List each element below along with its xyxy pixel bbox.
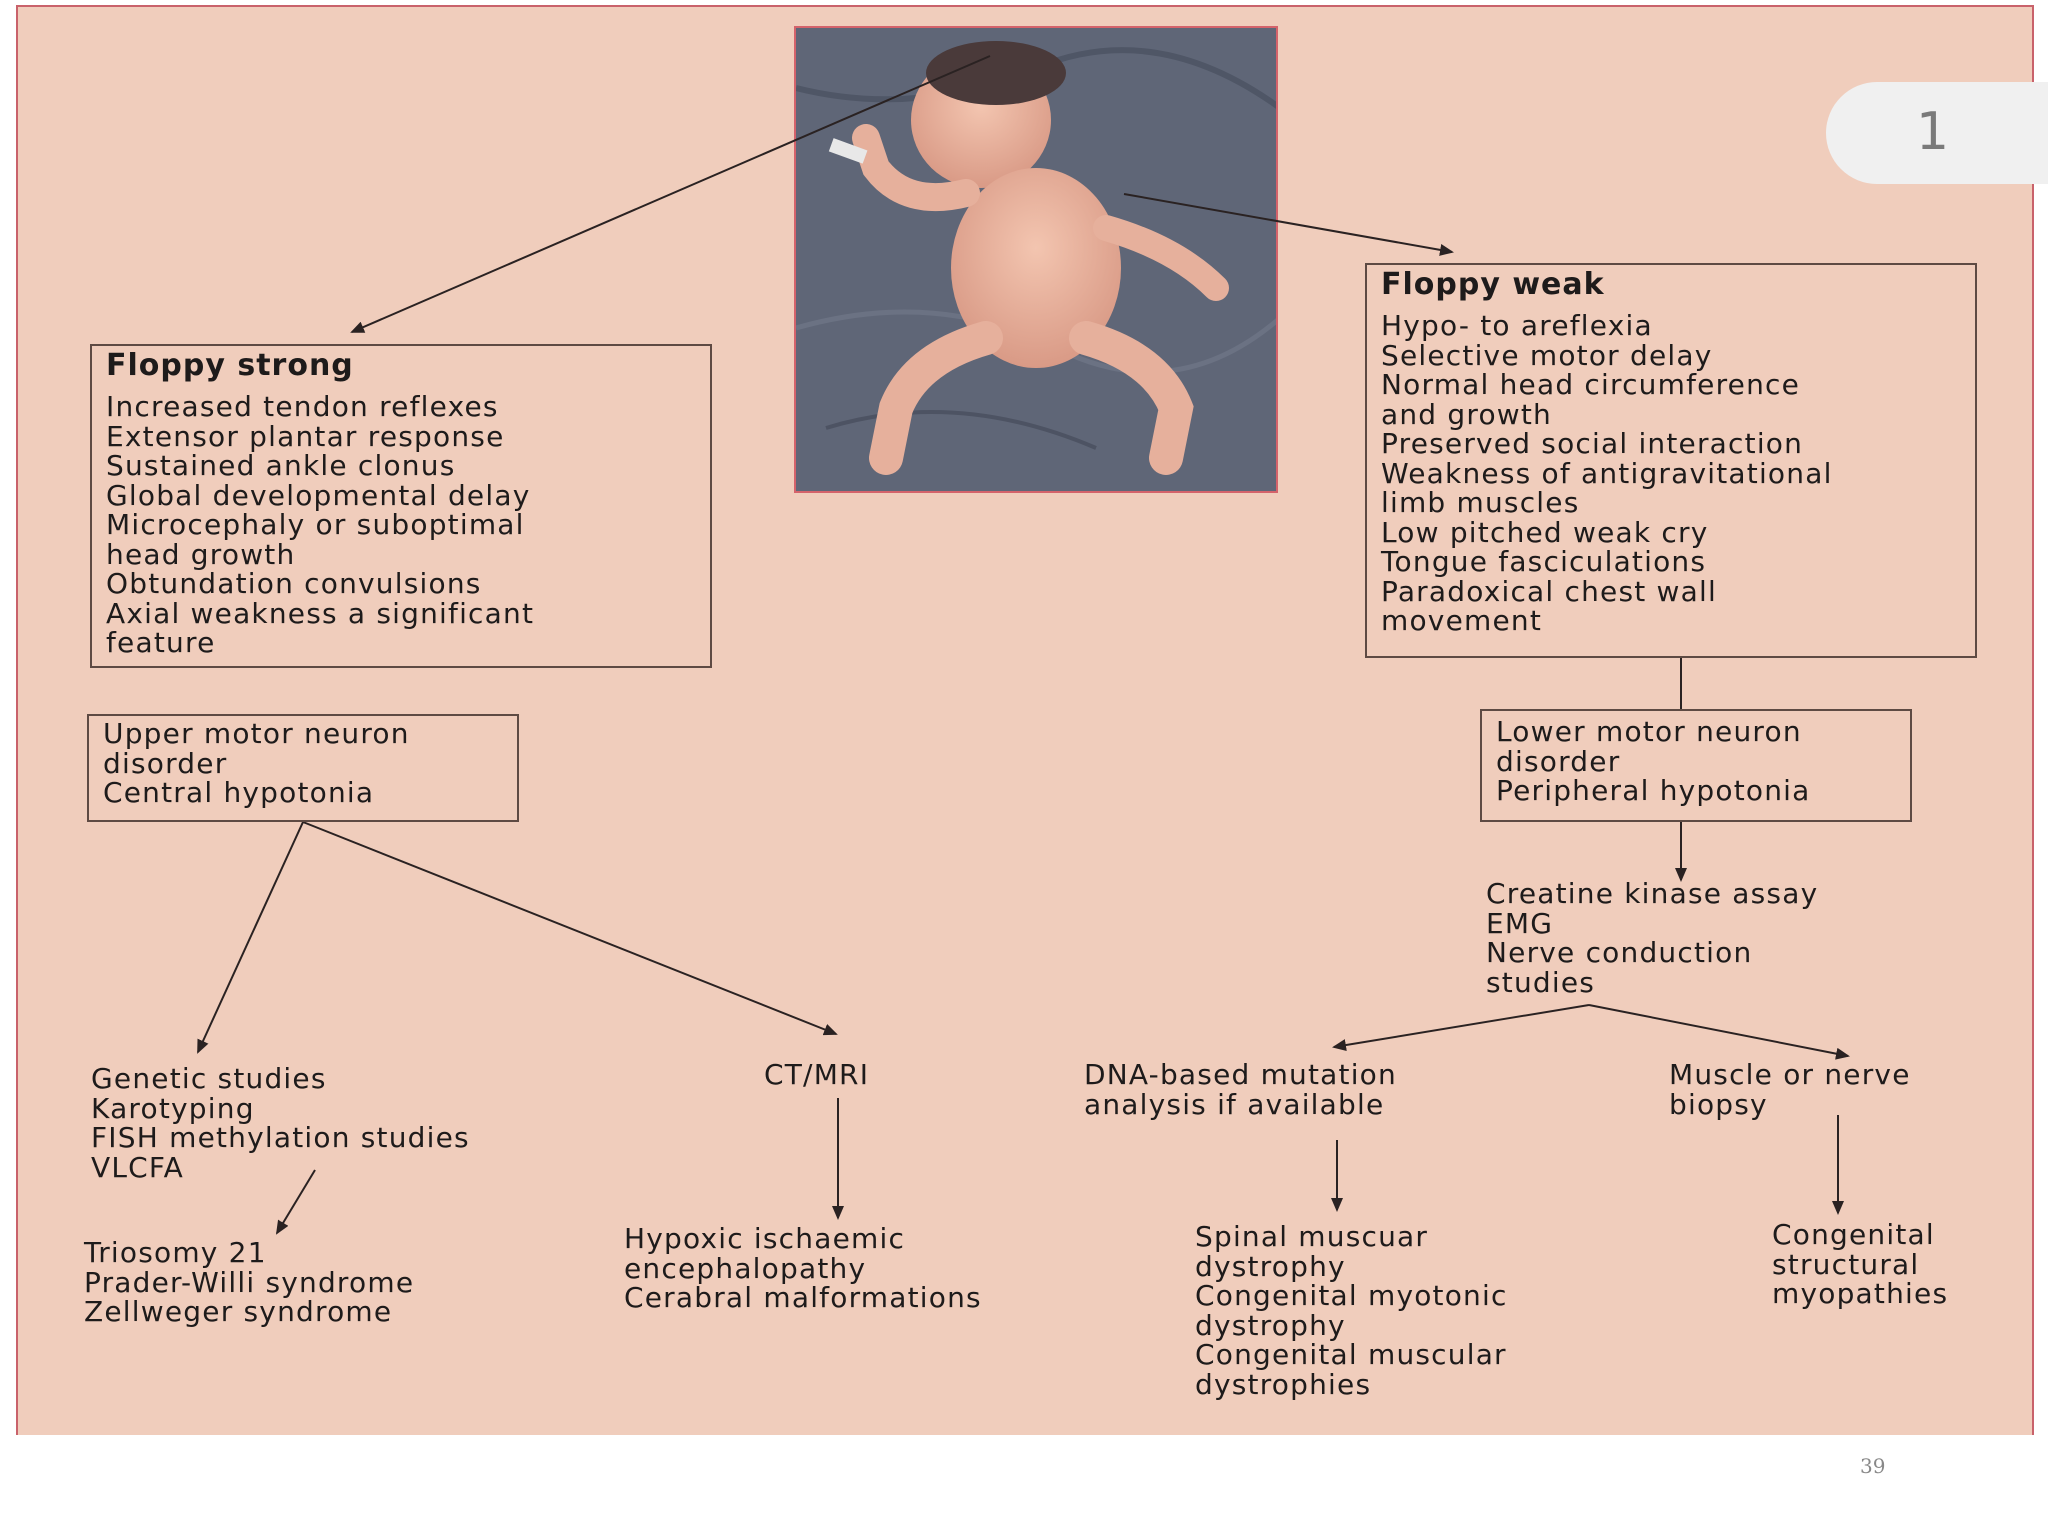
floppy-infant-photo [794, 26, 1278, 493]
floppy-strong-title: Floppy strong [106, 348, 354, 383]
imaging-line: CT/MRI [764, 1058, 870, 1091]
floppy-weak-item: Hypo- to areflexia [1381, 309, 1653, 342]
floppy-strong-item: Increased tendon reflexes [106, 390, 499, 423]
lmn-tests: Creatine kinase assay EMG Nerve conducti… [1486, 879, 1818, 997]
biopsy-result-line: structural [1772, 1247, 1920, 1281]
floppy-weak-item: movement [1381, 604, 1543, 637]
biopsy-line: Muscle or nerve [1669, 1058, 1911, 1091]
dna-line: analysis if available [1084, 1087, 1385, 1121]
dna-result-line: Spinal muscuar [1195, 1220, 1429, 1253]
muscle-nerve-biopsy: Muscle or nerve biopsy [1669, 1060, 1911, 1119]
floppy-weak-title: Floppy weak [1381, 267, 1605, 302]
dna-result-line: dystrophy [1195, 1249, 1346, 1283]
floppy-strong-item: Axial weakness a significant [106, 596, 535, 630]
biopsy-result-line: myopathies [1772, 1277, 1949, 1310]
genetic-line: Karotyping [91, 1091, 255, 1125]
lmn-line: disorder [1496, 744, 1621, 778]
imaging-result-line: encephalopathy [624, 1251, 867, 1285]
genetic-results: Triosomy 21 Prader-Willi syndrome Zellwe… [84, 1238, 414, 1327]
floppy-weak-item: Low pitched weak cry [1381, 515, 1709, 549]
floppy-weak-item: Selective motor delay [1381, 338, 1713, 372]
dna-line: DNA-based mutation [1084, 1058, 1397, 1091]
genetic-line: VLCFA [91, 1150, 184, 1184]
floppy-weak-item: Tongue fasciculations [1381, 545, 1707, 578]
umn-line: disorder [103, 746, 228, 780]
dna-results: Spinal muscuar dystrophy Congenital myot… [1195, 1222, 1508, 1399]
floppy-weak-item: Normal head circumference [1381, 368, 1801, 401]
floppy-weak-item: and growth [1381, 397, 1553, 431]
lmn-test-line: EMG [1486, 906, 1554, 940]
floppy-weak-item: Preserved social interaction [1381, 427, 1804, 460]
lmn-test-line: studies [1486, 965, 1596, 999]
biopsy-result-line: Congenital [1772, 1218, 1935, 1251]
biopsy-results: Congenital structural myopathies [1772, 1220, 1948, 1309]
dna-result-line: dystrophies [1195, 1367, 1372, 1401]
floppy-strong-item: Microcephaly or suboptimal [106, 508, 525, 541]
lmn-test-line: Creatine kinase assay [1486, 877, 1819, 910]
imaging: CT/MRI [764, 1060, 869, 1090]
floppy-strong-box: Floppy strong Increased tendon reflexes … [90, 344, 712, 668]
genetic-studies: Genetic studies Karotyping FISH methylat… [91, 1064, 470, 1182]
floppy-strong-item: Extensor plantar response [106, 419, 505, 453]
genetic-result-line: Zellweger syndrome [84, 1295, 393, 1328]
slide-number: 1 [1916, 102, 1950, 162]
floppy-strong-item: Sustained ankle clonus [106, 449, 456, 482]
floppy-weak-item: limb muscles [1381, 486, 1580, 519]
floppy-strong-item: feature [106, 626, 216, 659]
upper-motor-neuron-box: Upper motor neuron disorder Central hypo… [87, 714, 519, 822]
imaging-result-line: Hypoxic ischaemic [624, 1222, 906, 1255]
page-number: 39 [1860, 1454, 1886, 1478]
imaging-result-line: Cerabral malformations [624, 1281, 982, 1314]
dna-analysis: DNA-based mutation analysis if available [1084, 1060, 1397, 1119]
umn-line: Upper motor neuron [103, 717, 410, 750]
floppy-weak-item: Weakness of antigravitational [1381, 456, 1833, 490]
lmn-test-line: Nerve conduction [1486, 936, 1753, 969]
dna-result-line: dystrophy [1195, 1308, 1346, 1342]
lmn-line: Lower motor neuron [1496, 715, 1802, 748]
dna-result-line: Congenital myotonic [1195, 1279, 1508, 1312]
lower-motor-neuron-box: Lower motor neuron disorder Peripheral h… [1480, 709, 1912, 822]
floppy-strong-item: head growth [106, 537, 296, 571]
genetic-line: FISH methylation studies [91, 1121, 470, 1154]
floppy-strong-item: Global developmental delay [106, 478, 531, 512]
floppy-strong-item: Obtundation convulsions [106, 567, 482, 600]
biopsy-line: biopsy [1669, 1087, 1768, 1121]
umn-line: Central hypotonia [103, 776, 375, 809]
lmn-line: Peripheral hypotonia [1496, 774, 1811, 807]
genetic-result-line: Prader-Willi syndrome [84, 1265, 415, 1299]
floppy-weak-box: Floppy weak Hypo- to areflexia Selective… [1365, 263, 1977, 658]
dna-result-line: Congenital muscular [1195, 1338, 1507, 1371]
genetic-line: Genetic studies [91, 1062, 327, 1095]
imaging-results: Hypoxic ischaemic encephalopathy Cerabra… [624, 1224, 982, 1313]
genetic-result-line: Triosomy 21 [84, 1236, 267, 1269]
slide-number-tab: 1 [1826, 82, 2048, 184]
floppy-weak-item: Paradoxical chest wall [1381, 574, 1717, 608]
